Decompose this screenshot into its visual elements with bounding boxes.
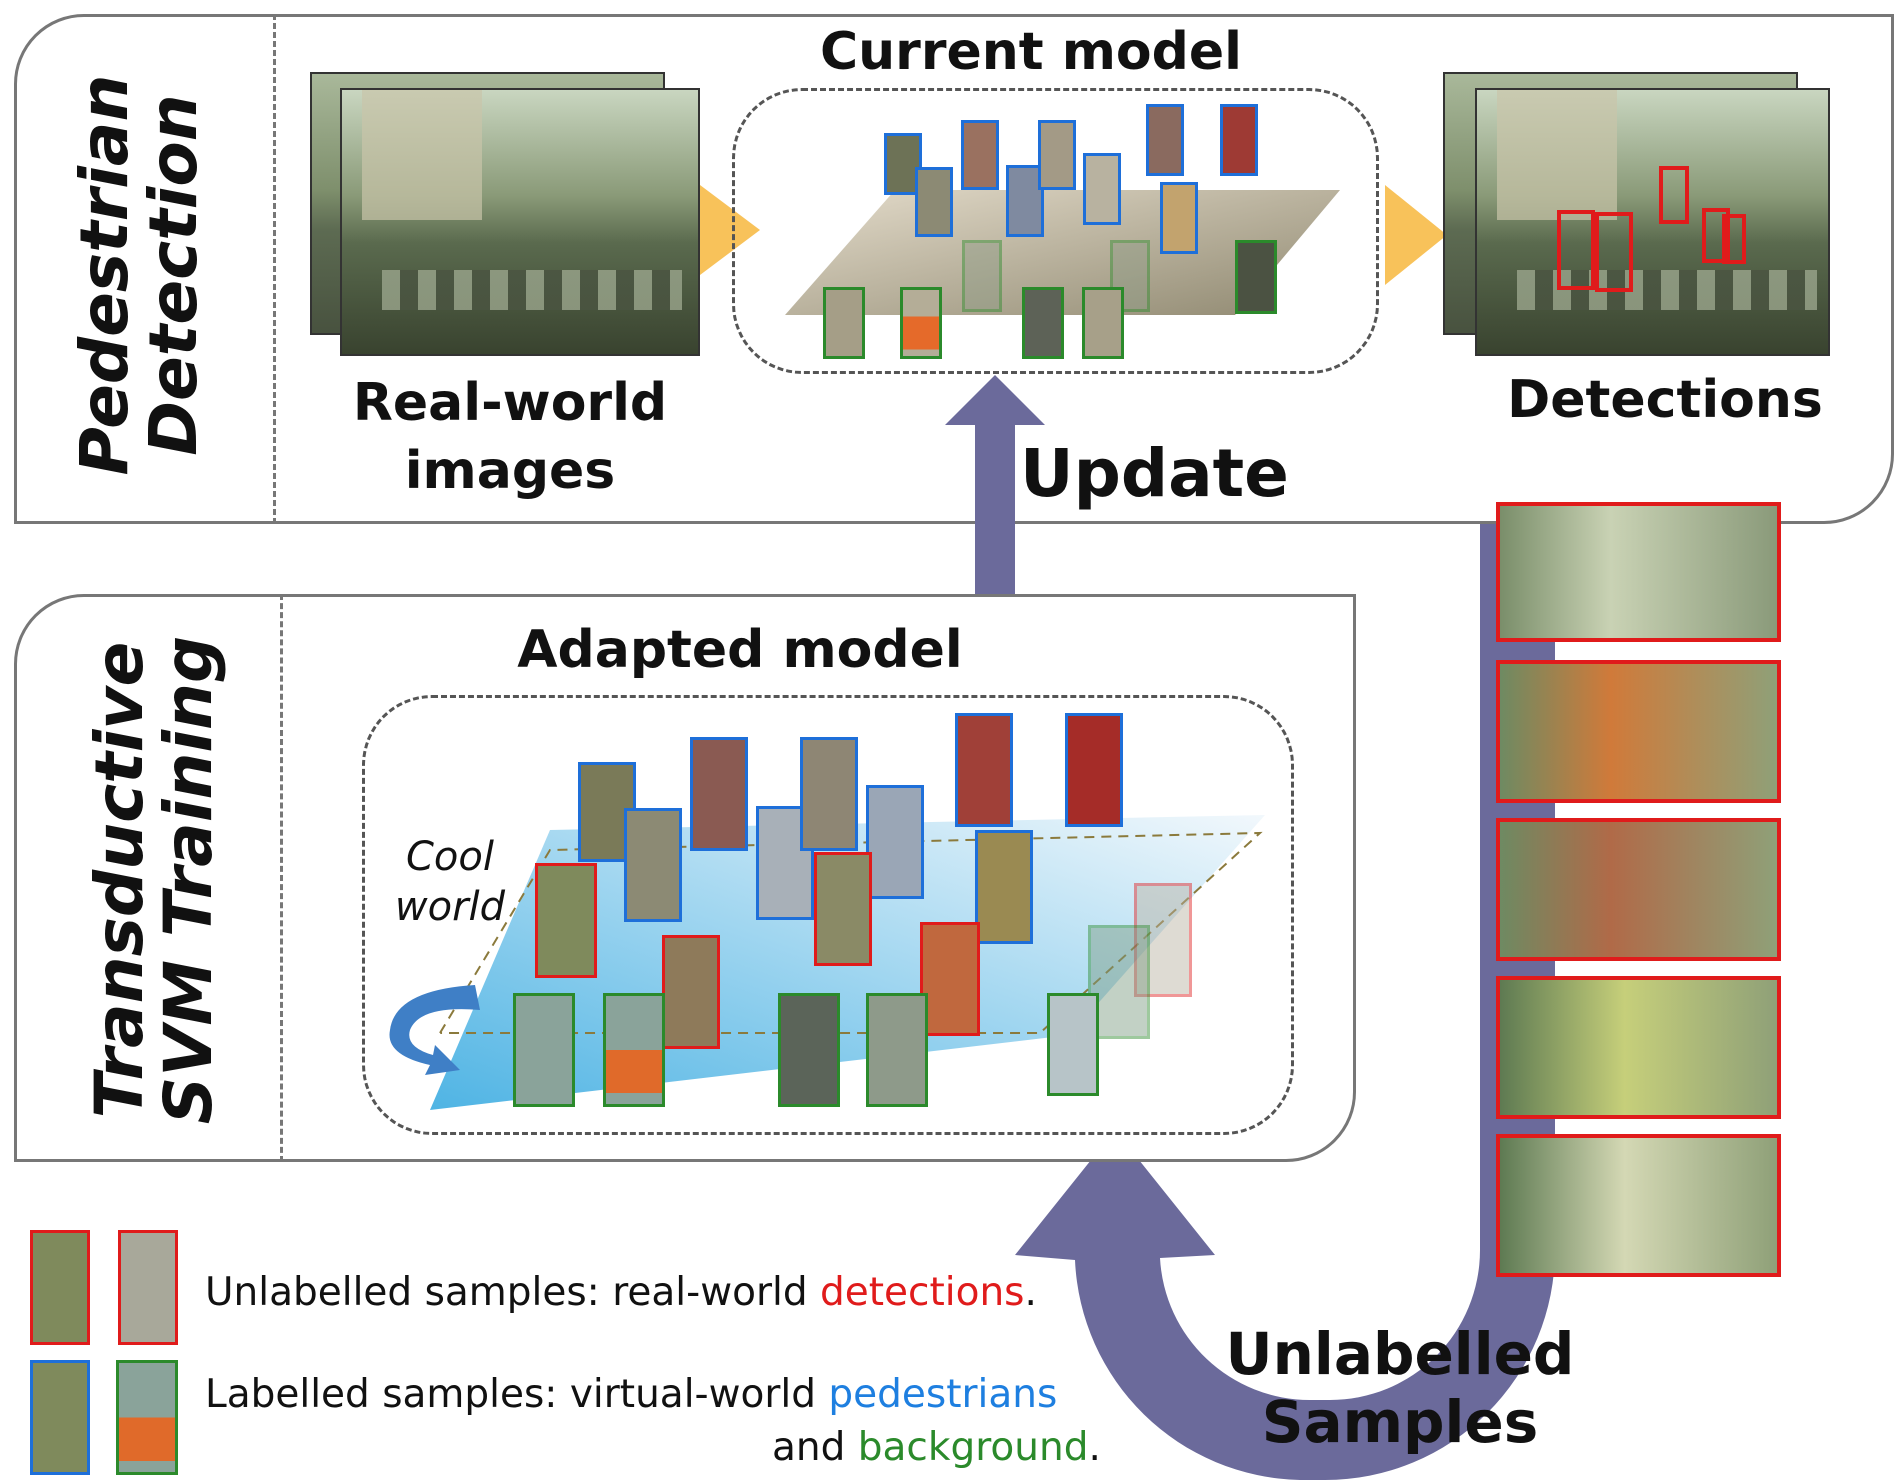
legend-unlabelled-prefix: Unlabelled samples: real-world [205,1270,820,1315]
side-label-line2: SVM Training [150,635,228,1125]
legend-labelled-line2-prefix: and [772,1425,858,1470]
legend-unlabelled-suffix: . [1024,1270,1037,1315]
detection-crop [1496,660,1781,803]
legend-background-word: background [857,1425,1089,1470]
input-label-line2: images [404,440,616,501]
background-sample-thumb [1235,240,1277,314]
pedestrian-sample-thumb [1083,153,1121,225]
unlabelled-samples-label: Unlabelled Samples [1220,1320,1580,1457]
cool-world-plane-outline [439,831,1263,1034]
pedestrian-sample-thumb [1038,120,1076,190]
legend-unlabelled-text: Unlabelled samples: real-world detection… [205,1270,1037,1315]
pedestrian-sample-thumb [800,737,858,851]
background-sample-thumb [1022,287,1064,359]
side-label-line2: Detection [135,94,213,456]
legend-detections-word: detections [819,1270,1025,1315]
legend-labelled-text-line2: and background. [772,1425,1101,1470]
pedestrian-sample-thumb [866,785,924,899]
side-label-line1: Transductive [81,641,158,1119]
detection-crop [1496,1134,1781,1277]
pedestrian-sample-thumb [1006,165,1044,237]
crosswalk-shape [382,270,682,310]
pedestrian-sample-thumb [1146,104,1184,176]
pedestrian-sample-thumb [975,830,1033,944]
detection-box [1722,214,1746,264]
background-sample-thumb [866,993,928,1107]
detection-box [1595,212,1633,292]
detection-box [1557,210,1595,290]
pedestrian-sample-thumb [961,120,999,190]
detection-box [1702,208,1730,263]
flow-arrow-right-icon [700,185,760,275]
legend-unlabelled-thumb [118,1230,178,1345]
pedestrian-sample-thumb [690,737,748,851]
unlabelled-sample-thumb [920,922,980,1036]
pedestrian-sample-thumb [1220,104,1258,176]
bottom-panel-side-label: Transductive SVM Training [81,575,227,1185]
current-model-label: Current model [820,22,1242,82]
top-panel-divider [273,14,276,524]
update-arrow [945,375,1045,687]
detections-image-front [1475,88,1830,356]
background-sample-thumb [900,287,942,359]
bottom-panel-divider [280,594,283,1162]
current-model-box [732,88,1379,374]
crosswalk-shape [1517,270,1817,310]
cool-world-line2: world [394,884,506,930]
unlabelled-sample-thumb [535,863,597,978]
background-sample-thumb [823,287,865,359]
unlabelled-curved-arrow [1015,460,1555,1480]
background-sample-thumb [778,993,840,1107]
adapted-model-box [362,695,1294,1135]
side-label-line1: Pedestrian [66,74,143,476]
legend-background-thumb [116,1360,178,1475]
real-world-images-label: Real-world images [335,370,685,505]
pedestrian-sample-thumb [955,713,1013,827]
unlabelled-line1: Unlabelled [1225,1320,1575,1388]
detections-label: Detections [1507,370,1823,430]
building-shape [1497,90,1617,220]
cool-world-label: Cool world [385,832,515,932]
detection-crop [1496,976,1781,1119]
cool-world-line1: Cool [406,834,494,880]
legend-labelled-text: Labelled samples: virtual-world pedestri… [205,1372,1057,1417]
rotate-arrow-icon [389,985,480,1075]
real-world-image-front [340,88,700,356]
legend-pedestrians-word: pedestrians [828,1372,1058,1417]
legend-labelled-prefix: Labelled samples: virtual-world [205,1372,829,1417]
pedestrian-sample-thumb [1160,182,1198,254]
background-sample-thumb [1047,993,1099,1096]
unlabelled-line2: Samples [1261,1388,1539,1457]
unlabelled-sample-thumb [1134,883,1192,997]
pedestrian-sample-thumb [624,808,682,922]
detection-crop [1496,818,1781,961]
detection-crop [1496,502,1781,642]
background-sample-thumb [962,240,1002,312]
unlabelled-sample-thumb [662,935,720,1049]
input-label-line1: Real-world [352,373,668,433]
detection-box [1659,166,1689,224]
pedestrian-sample-thumb [915,167,953,237]
building-shape [362,90,482,220]
legend-pedestrian-thumb [30,1360,90,1475]
background-sample-thumb [603,993,665,1107]
background-sample-thumb [1082,287,1124,359]
adapted-model-label: Adapted model [517,620,963,680]
pedestrian-sample-thumb [1065,713,1123,827]
update-label: Update [1020,435,1289,512]
background-sample-thumb [513,993,575,1107]
flow-arrow-right-icon [1385,185,1447,285]
unlabelled-sample-thumb [814,852,872,966]
legend-unlabelled-thumb [30,1230,90,1345]
legend-labelled-line2-suffix: . [1088,1425,1101,1470]
top-panel-side-label: Pedestrian Detection [66,45,212,505]
